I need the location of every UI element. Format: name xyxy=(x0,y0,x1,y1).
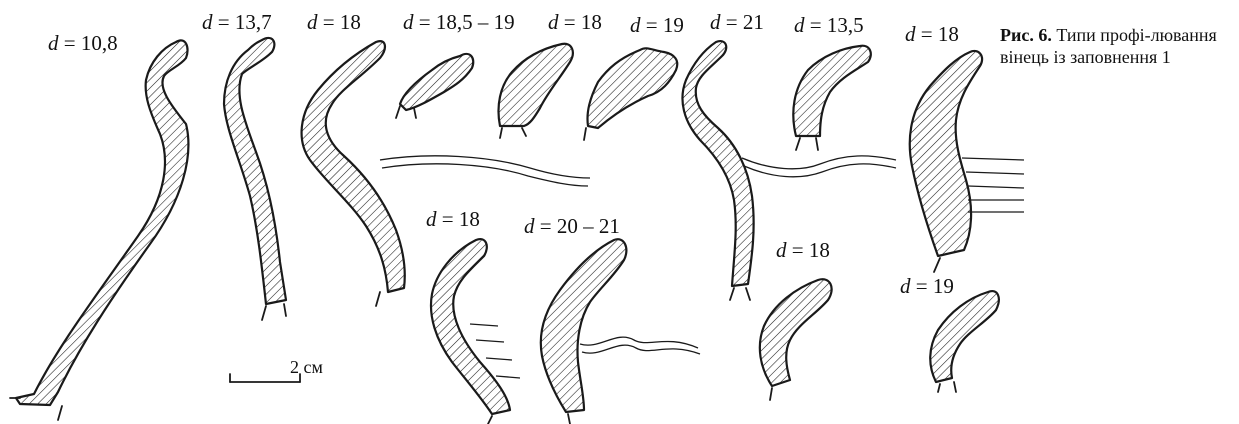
scale-bar-label: 2 см xyxy=(290,357,323,377)
diameter-label-1: d = 10,8 xyxy=(48,31,118,55)
diameter-label-11: d = 20 – 21 xyxy=(524,214,620,238)
rim-profile-1 xyxy=(9,39,190,421)
rim-profile-11 xyxy=(539,238,701,424)
diameter-label-13: d = 19 xyxy=(900,274,954,298)
diameter-label-7: d = 21 xyxy=(710,10,764,34)
rim-profile-13 xyxy=(929,290,1000,393)
rim-profile-4 xyxy=(395,52,475,119)
diameter-label-5: d = 18 xyxy=(548,10,602,34)
diameter-label-12: d = 18 xyxy=(776,238,830,262)
diameter-label-6: d = 19 xyxy=(630,13,684,37)
scale-bar xyxy=(229,373,301,383)
diameter-label-8: d = 13,5 xyxy=(794,13,864,37)
rim-profile-2 xyxy=(222,36,288,321)
diameter-label-2: d = 13,7 xyxy=(202,10,272,34)
rim-profile-6 xyxy=(583,47,679,141)
diameter-label-3: d = 18 xyxy=(307,10,361,34)
rim-profile-8 xyxy=(792,44,872,151)
rim-profile-7 xyxy=(681,40,897,301)
caption-text: Типи профі-лювання вінець із заповнення … xyxy=(1000,25,1217,67)
diameter-label-9: d = 18 xyxy=(905,22,959,46)
diameter-label-10: d = 18 xyxy=(426,207,480,231)
rim-profile-10 xyxy=(429,238,521,424)
diameter-label-4: d = 18,5 – 19 xyxy=(403,10,515,34)
rim-profile-9 xyxy=(908,49,1025,273)
rim-profile-3 xyxy=(300,40,591,307)
rim-profile-12 xyxy=(758,278,833,401)
rim-profile-5 xyxy=(497,42,574,139)
figure-number: Рис. 6. xyxy=(1000,25,1052,45)
figure-caption: Рис. 6. Типи профі-лювання вінець із зап… xyxy=(1000,24,1236,68)
